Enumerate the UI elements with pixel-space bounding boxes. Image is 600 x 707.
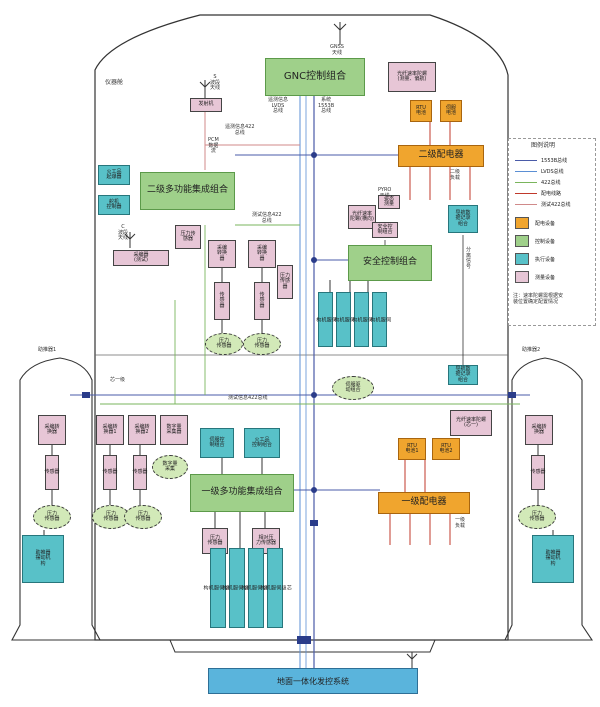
attitude-measure: 姿态 测量	[378, 195, 400, 209]
booster1-collector: 采编转 换器	[38, 415, 66, 445]
core-stage1-label: 芯一级	[110, 377, 126, 383]
rs422-mid-label: 测试信息422 总线	[252, 212, 282, 224]
legend-line-lvds: LVDS总线	[515, 168, 564, 175]
core-sensor-1: 传感器	[103, 455, 118, 490]
pyro-initiator-a: 火工品 起爆器	[98, 165, 130, 185]
rtu-battery-top: RTU 电池	[410, 100, 432, 122]
core-pressure-oval-2: 压力 传感器	[124, 505, 162, 529]
instrument-cabin-label: 仪器舱	[105, 79, 124, 86]
legend-title: 图例说明	[531, 142, 556, 149]
stage2-loads-label: 二级 负载	[450, 169, 461, 181]
digital-collector: 数字量 采集器	[160, 415, 188, 445]
fiber-gyro-transverse: 光纤速率 陀螺(横向)	[348, 205, 376, 229]
s-antenna-label: S 波段 天线	[210, 74, 221, 91]
legend-line-422: 422总线	[515, 179, 561, 186]
legend-line-power: 配电线路	[515, 190, 561, 197]
transmitter: 发射机	[190, 98, 222, 112]
c-antenna-label: C 波段 天线	[118, 224, 129, 241]
core-sensor-2: 传感器	[133, 455, 148, 490]
servo-actuator-2: 伺 服 机 构	[333, 292, 355, 347]
ground-launch-control-system: 地面一体化发控系统	[208, 668, 418, 694]
servo-actuator-4: 伺 服 机 构	[369, 292, 391, 347]
booster2-pressure-oval: 压力 传感器	[518, 505, 556, 529]
pcm-label: PCM 数据 流	[208, 137, 219, 154]
rtu-battery-1: RTU 电池1	[398, 438, 426, 460]
servo-actuator-1: 伺 服 机 构	[315, 292, 337, 347]
core-actuator-4: 芯 级 伺 服 机 构	[260, 548, 292, 628]
stage2-multifunction-unit: 二级多功能集成组合	[140, 172, 235, 210]
booster1-swing-mechanism: 助推器 摆动机 构	[22, 535, 64, 583]
legend-line-test422: 测试422总线	[515, 201, 571, 208]
legend-swatch-execution: 执行设备	[515, 253, 555, 265]
legend-line-1553b: 1553B总线	[515, 157, 567, 164]
nav-data-recorder: 导航数 据记录 组合	[448, 205, 478, 233]
digital-collector-oval: 数字量 采集	[152, 455, 188, 479]
sensor-stage2-b: 传 感 器	[254, 282, 270, 320]
safety-secondary: 安全控 制组合	[372, 222, 398, 238]
sensor-stage2-a: 传 感 器	[214, 282, 230, 320]
stage1-loads-label: 一级 负载	[455, 517, 466, 529]
stage1-distributor: 一级配电器	[378, 492, 470, 514]
collector-stage2-b: 采编 转换 器	[248, 240, 276, 268]
legend: 图例说明 1553B总线 LVDS总线 422总线 配电线路 测试422总线 配…	[508, 138, 596, 326]
core-pressure-oval-1: 压力 传感器	[92, 505, 130, 529]
legend-swatch-distribution: 配电设备	[515, 217, 555, 229]
stage2-distributor: 二级配电器	[398, 145, 484, 167]
rs422-core-label: 测试信息422总线	[228, 395, 268, 401]
bus1553-top-label: 系统 1553B 总线	[318, 97, 335, 114]
fiber-gyro-bottom: 光纤速率陀螺 (芯一)	[450, 410, 492, 436]
rtu-battery-2: RTU 电池2	[432, 438, 460, 460]
booster2-sensor: 传感器	[531, 455, 546, 490]
legend-swatch-measurement: 测量设备	[515, 271, 555, 283]
collector-test: 采编器 (测试)	[113, 250, 169, 266]
booster1-sensor: 传感器	[45, 455, 60, 490]
booster1-label: 助推器1	[38, 347, 57, 353]
booster2-swing-mechanism: 助推器 摆动机 构	[532, 535, 574, 583]
core-collector-2: 采编转 换器2	[128, 415, 156, 445]
booster2-collector: 采编转 换器	[525, 415, 553, 445]
pressure-sensor-small: 压力 传感 器	[277, 265, 293, 299]
legend-swatch-control: 控制设备	[515, 235, 555, 247]
pressure-sensor-oval-2: 压力 传感器	[243, 333, 281, 355]
lvds-top-label: 遥测信息 LVDS 总线	[268, 97, 289, 114]
servo-controller: 舵机 控制器	[98, 195, 130, 215]
fiber-gyro-top: 光纤速率陀螺 (测量、偏航)	[388, 62, 436, 92]
nav-data-recorder-core: 导航数 据记录 组合	[448, 365, 478, 385]
core-collector-1: 采编转 换器1	[96, 415, 124, 445]
rs422-top-label: 遥测信息422 总线	[225, 124, 255, 136]
servo-battery-top: 伺服 电池	[440, 100, 462, 122]
pressure-sensor-oval-1: 压力 传感器	[205, 333, 243, 355]
servo-actuator-3: 伺 服 机 构	[351, 292, 373, 347]
servo-drive-oval: 伺服驱 动组合	[332, 376, 374, 400]
gnss-antenna-label: GNSS 天线	[330, 44, 344, 56]
booster1-pressure-oval: 压力 传感器	[33, 505, 71, 529]
separation-signal-label: 分 离 信 号	[466, 247, 472, 270]
pyro-control-unit-1: 火工品 控制组合	[244, 428, 280, 458]
legend-note: 注：速率陀螺需根据安 装位置确定配置情况	[513, 293, 564, 305]
safety-control-unit: 安全控制组合	[348, 245, 432, 281]
servo-control-unit-1: 伺服控 制组合	[200, 428, 234, 458]
pressure-sensor-stage2: 压力传 感器	[175, 225, 201, 249]
collector-stage2-a: 采编 转换 器	[208, 240, 236, 268]
stage1-multifunction-unit: 一级多功能集成组合	[190, 474, 294, 512]
booster2-label: 助推器2	[522, 347, 541, 353]
gnc-control-unit: GNC控制组合	[265, 58, 365, 96]
